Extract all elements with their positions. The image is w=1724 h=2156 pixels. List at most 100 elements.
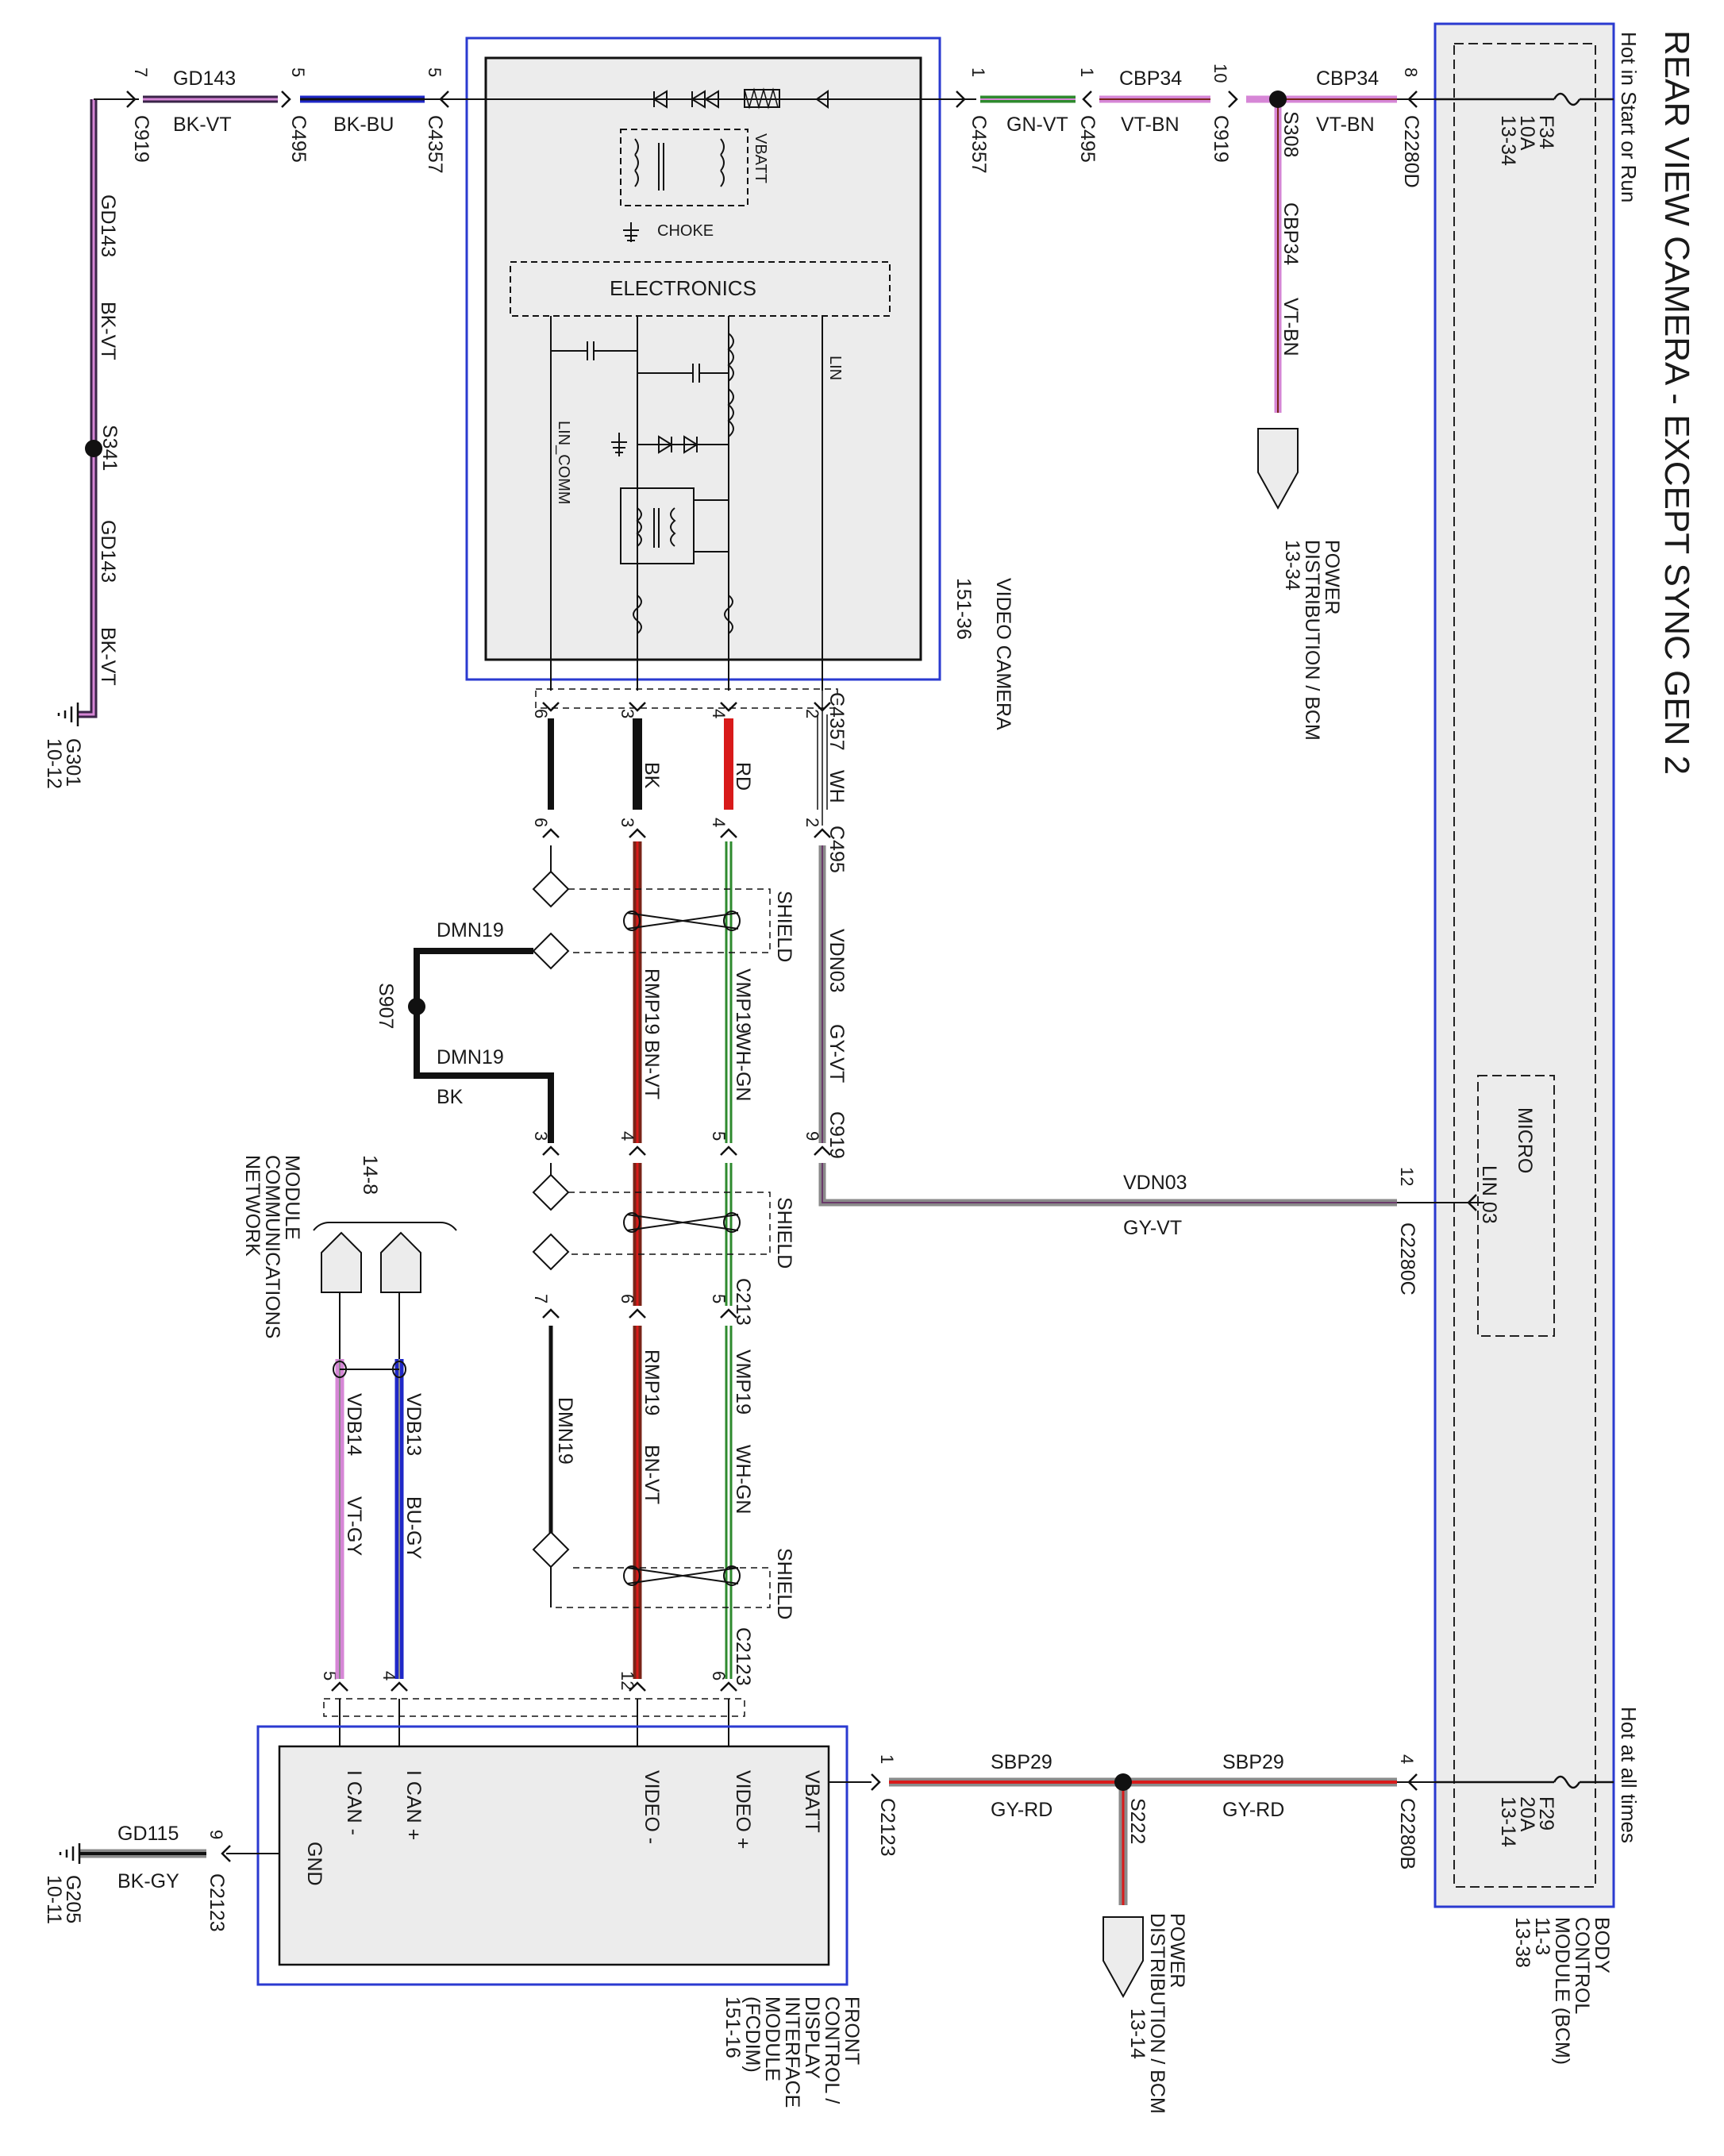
svg-text:S341: S341 — [98, 425, 121, 471]
svg-text:11-3: 11-3 — [1531, 1917, 1553, 1955]
svg-text:(FCDIM): (FCDIM) — [741, 1996, 764, 2073]
connector-c2123-vbatt — [871, 1773, 1418, 1791]
svg-text:DMN19: DMN19 — [437, 1046, 504, 1068]
hot-in-start-run-label: Hot in Start or Run — [1617, 32, 1641, 202]
shield-symbols — [532, 870, 570, 1569]
diagram-title: REAR VIEW CAMERA - EXCEPT SYNC GEN 2 — [1657, 30, 1696, 775]
svg-text:DISTRIBUTION / BCM: DISTRIBUTION / BCM — [1301, 540, 1323, 741]
svg-text:5: 5 — [288, 67, 308, 77]
svg-text:BK: BK — [641, 762, 663, 789]
fcdim-module: VBATT VIDEO + VIDEO - I CAN + I CAN - GN… — [256, 1725, 863, 2108]
svg-text:10: 10 — [1210, 64, 1230, 83]
svg-text:8: 8 — [1401, 67, 1421, 77]
svg-text:6: 6 — [531, 818, 551, 827]
svg-text:6: 6 — [618, 1294, 637, 1303]
bcm-module: MICRO LIN 03 BODY CONTROL MODULE (BCM) 1… — [1433, 22, 1615, 2065]
connector-c2280d: 8 C2280D — [1400, 67, 1422, 188]
svg-text:13-14: 13-14 — [1497, 1796, 1519, 1847]
connector-c495-top: 5 C495 — [281, 67, 310, 163]
svg-text:I CAN -: I CAN - — [343, 1770, 365, 1835]
svg-text:GD115: GD115 — [117, 1823, 179, 1845]
svg-text:VDN03: VDN03 — [825, 929, 848, 993]
svg-text:BK: BK — [437, 1086, 464, 1108]
svg-text:GD143: GD143 — [97, 520, 119, 583]
svg-text:VDB13: VDB13 — [402, 1393, 425, 1456]
svg-text:VIDEO CAMERA: VIDEO CAMERA — [992, 578, 1014, 730]
svg-text:1: 1 — [1077, 67, 1097, 77]
svg-text:CBP34: CBP34 — [1280, 202, 1302, 265]
svg-text:C2280D: C2280D — [1400, 115, 1422, 188]
svg-text:7: 7 — [531, 1294, 551, 1303]
module-communications-network: 14-8 MODULE COMMUNICATIONS NETWORK — [241, 1155, 457, 1338]
svg-text:5: 5 — [425, 67, 444, 77]
bcm-micro-box — [1477, 1075, 1555, 1337]
bcm-name-label: BODY CONTROL MODULE (BCM) 11-3 13-38 — [1511, 1917, 1613, 2065]
svg-text:GY-VT: GY-VT — [825, 1024, 848, 1083]
power-distribution-1334: POWER DISTRIBUTION / BCM 13-34 — [1257, 428, 1343, 741]
svg-text:MODULE (BCM): MODULE (BCM) — [1551, 1917, 1573, 2065]
svg-text:4: 4 — [379, 1671, 399, 1681]
camera-name-label: VIDEO CAMERA 151-36 — [952, 578, 1014, 730]
svg-text:1: 1 — [968, 67, 988, 77]
svg-text:MODULE: MODULE — [761, 1996, 783, 2081]
svg-text:4: 4 — [709, 709, 729, 718]
ground-g205: G205 10-11 — [43, 1843, 84, 1924]
svg-text:C2123: C2123 — [732, 1627, 754, 1686]
power-distribution-1314: POWER DISTRIBUTION / BCM 13-14 — [1103, 1913, 1188, 2114]
svg-text:6: 6 — [531, 709, 551, 718]
svg-text:CONTROL /: CONTROL / — [821, 1996, 843, 2104]
svg-text:VT-BN: VT-BN — [1316, 114, 1375, 136]
svg-text:14-8: 14-8 — [359, 1155, 381, 1195]
svg-text:I CAN +: I CAN + — [402, 1770, 425, 1840]
svg-text:COMMUNICATIONS: COMMUNICATIONS — [261, 1155, 283, 1338]
svg-text:VDB14: VDB14 — [343, 1393, 365, 1456]
svg-text:3: 3 — [618, 818, 637, 827]
bcm-micro-label: MICRO — [1514, 1107, 1536, 1173]
svg-text:VT-BN: VT-BN — [1121, 114, 1179, 136]
svg-text:151-36: 151-36 — [952, 578, 975, 640]
svg-text:C2280C: C2280C — [1396, 1222, 1418, 1296]
camera-lin-comm-label: LIN_COMM — [555, 421, 572, 505]
svg-text:CBP34: CBP34 — [1119, 67, 1182, 90]
svg-text:12: 12 — [618, 1671, 637, 1690]
camera-choke-label: CHOKE — [657, 222, 714, 240]
svg-text:4: 4 — [618, 1131, 637, 1141]
svg-text:RMP19: RMP19 — [641, 1349, 663, 1415]
connector-c4357-top-right: 1 C4357 — [956, 67, 990, 174]
svg-text:C919: C919 — [130, 115, 152, 163]
svg-text:GY-VT: GY-VT — [1123, 1217, 1182, 1239]
svg-text:C4357: C4357 — [424, 115, 446, 174]
shield-label-3: SHIELD — [773, 1548, 795, 1619]
svg-text:VIDEO +: VIDEO + — [732, 1770, 754, 1849]
svg-text:C495: C495 — [287, 115, 310, 163]
svg-text:C2123: C2123 — [206, 1873, 228, 1932]
svg-text:7: 7 — [131, 67, 151, 77]
svg-text:2: 2 — [802, 818, 822, 827]
svg-text:13-14: 13-14 — [1126, 2008, 1149, 2059]
svg-text:DMN19: DMN19 — [554, 1397, 576, 1465]
svg-text:CONTROL: CONTROL — [1571, 1917, 1593, 2014]
connector-c2280c: C2280C — [1396, 1194, 1477, 1296]
svg-text:BK-VT: BK-VT — [173, 114, 232, 136]
fcdim-name-label: FRONT CONTROL / DISPLAY INTERFACE MODULE… — [722, 1996, 863, 2108]
svg-text:BK-VT: BK-VT — [97, 302, 119, 360]
svg-text:VIDEO -: VIDEO - — [641, 1770, 663, 1844]
fcdim-harness-connector — [323, 1698, 745, 1717]
svg-text:6: 6 — [709, 1671, 729, 1681]
svg-text:13-34: 13-34 — [1497, 115, 1519, 166]
svg-text:DISPLAY: DISPLAY — [801, 1996, 823, 2079]
splice-s222 — [1114, 1773, 1132, 1791]
svg-text:POWER: POWER — [1166, 1913, 1188, 1988]
svg-text:SBP29: SBP29 — [1222, 1751, 1284, 1773]
svg-text:BN-VT: BN-VT — [641, 1445, 663, 1504]
svg-text:BN-VT: BN-VT — [641, 1040, 663, 1099]
hot-at-all-times-label: Hot at all times — [1617, 1707, 1641, 1843]
svg-text:C2123: C2123 — [876, 1798, 899, 1857]
twisted-pair-markers — [623, 911, 741, 1586]
svg-text:VMP19: VMP19 — [732, 1349, 754, 1415]
connector-c919-top-right: 10 C919 — [1210, 64, 1238, 163]
svg-text:9: 9 — [206, 1830, 226, 1839]
svg-text:2: 2 — [802, 709, 822, 718]
svg-text:F34: F34 — [1535, 115, 1557, 149]
